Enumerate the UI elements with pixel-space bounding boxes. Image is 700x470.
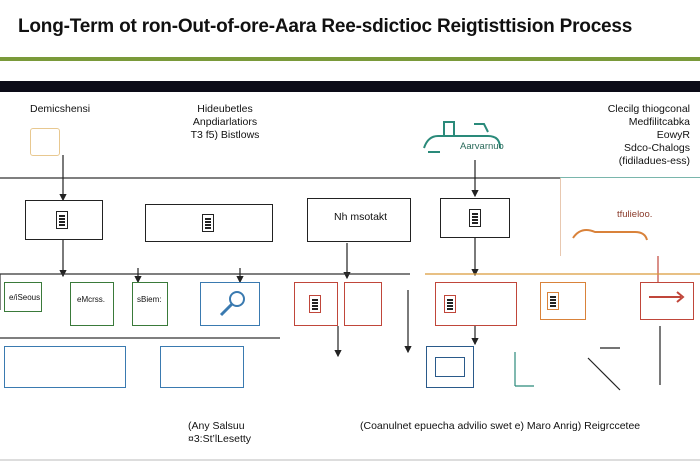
document-icon bbox=[469, 209, 481, 227]
header-bar bbox=[0, 81, 700, 92]
process-box-1 bbox=[25, 200, 103, 240]
magnifier-icon bbox=[219, 291, 245, 317]
label-top-left: Demicshensi bbox=[30, 103, 91, 115]
folder-icon bbox=[30, 128, 60, 156]
title-underline bbox=[0, 57, 700, 61]
label-top-right: Clecilg thiogconal Medfilitcabka EowyR S… bbox=[607, 103, 690, 167]
agency-label: Aarvarnuo bbox=[460, 141, 504, 152]
step-box-a: e/iSeous bbox=[4, 282, 42, 312]
document-icon bbox=[56, 211, 68, 229]
document-icon bbox=[547, 292, 559, 310]
bottom-box-2 bbox=[160, 346, 244, 388]
bottom-box-3 bbox=[426, 346, 474, 388]
step-box-a-label: e/iSeous bbox=[9, 293, 41, 302]
process-box-3-label: Nh msotakt bbox=[334, 211, 388, 223]
bottom-box-1 bbox=[4, 346, 126, 388]
screen-icon bbox=[435, 357, 465, 377]
step-box-search bbox=[200, 282, 260, 326]
label-bottom-right: (Coanulnet epuecha advilio swet e) Maro … bbox=[360, 420, 641, 432]
label-top-middle: Hideubetles Anpdiarlatiors T3 f5) Bistlo… bbox=[190, 103, 260, 141]
agency-building-icon: Aarvarnuo bbox=[418, 118, 510, 160]
document-icon bbox=[444, 295, 456, 313]
document-icon bbox=[202, 214, 214, 232]
step-box-red-3 bbox=[435, 282, 517, 326]
arrow-right-icon bbox=[649, 291, 685, 303]
process-box-3: Nh msotakt bbox=[307, 198, 411, 242]
step-box-red-1 bbox=[294, 282, 338, 326]
step-box-arrow bbox=[640, 282, 694, 320]
process-panel-right: tfulieloo. bbox=[560, 178, 700, 256]
vehicle-icon bbox=[572, 229, 648, 241]
step-box-orange bbox=[540, 282, 586, 320]
label-bottom-left: (Any Salsuu ¤3:St’lLesetty bbox=[188, 420, 252, 445]
right-badge-label: tfulieloo. bbox=[617, 209, 653, 220]
step-box-c-label: sBiem: bbox=[137, 295, 162, 304]
step-box-red-2 bbox=[344, 282, 382, 326]
step-box-b: eMcrss. bbox=[70, 282, 114, 326]
step-box-b-label: eMcrss. bbox=[77, 295, 105, 304]
step-box-c: sBiem: bbox=[132, 282, 168, 326]
process-box-2 bbox=[145, 204, 273, 242]
document-icon bbox=[309, 295, 321, 313]
process-box-4 bbox=[440, 198, 510, 238]
page-title: Long-Term ot ron-Out-of-ore-Aara Ree-sdi… bbox=[18, 16, 633, 37]
